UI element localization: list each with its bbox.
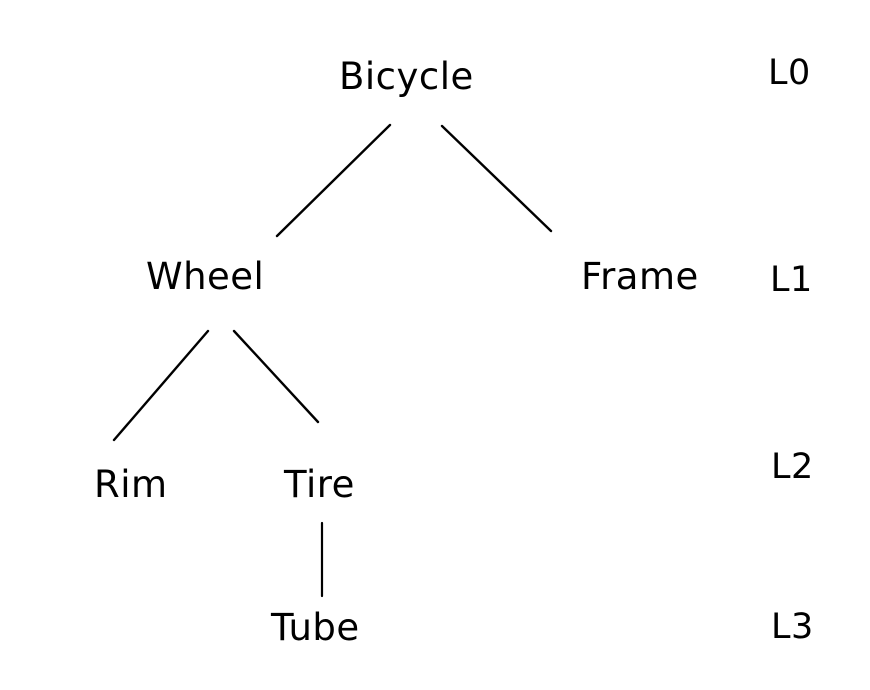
edge-wheel-tire [232,329,320,424]
node-rim: Rim [94,463,168,506]
level-label-l1: L1 [770,260,813,300]
level-label-l3: L3 [771,607,814,647]
edge-bicycle-frame [440,124,553,233]
edge-wheel-rim [112,329,210,442]
node-tire: Tire [284,463,355,506]
node-bicycle: Bicycle [339,55,474,98]
node-wheel: Wheel [146,255,265,298]
node-frame: Frame [581,255,699,298]
level-label-l0: L0 [768,53,811,93]
edge-bicycle-wheel [275,123,392,238]
level-label-l2: L2 [771,447,814,487]
node-tube: Tube [271,606,360,649]
